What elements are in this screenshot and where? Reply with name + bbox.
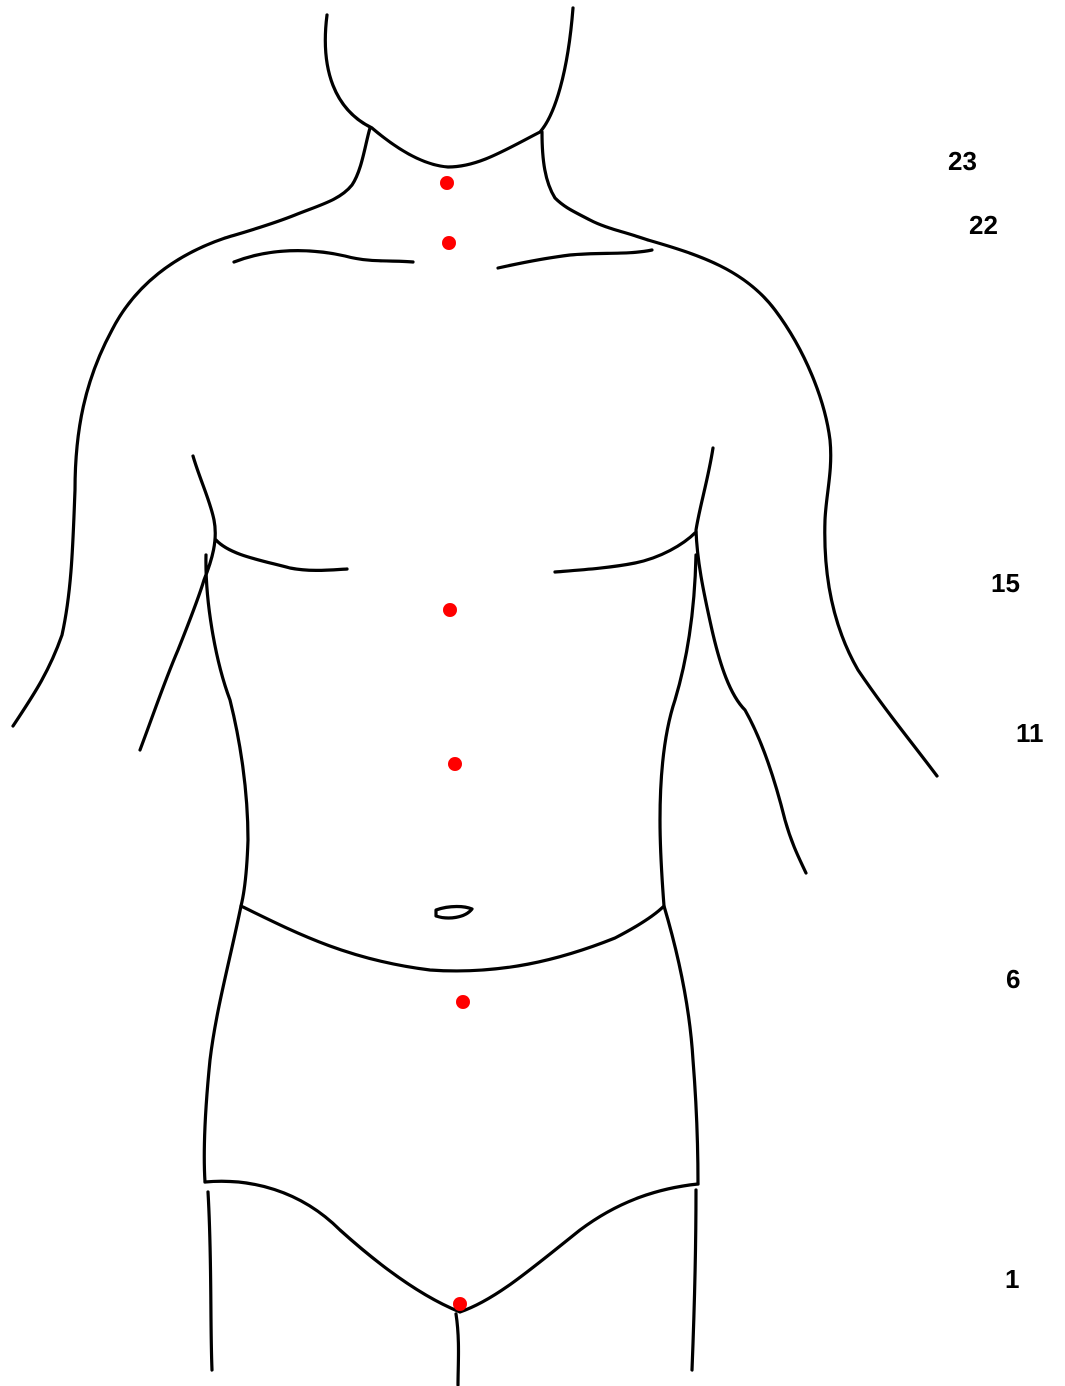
point-label-22: 22 — [969, 212, 998, 238]
point-marker-11 — [448, 757, 462, 771]
point-markers — [440, 176, 470, 1311]
point-marker-6 — [456, 995, 470, 1009]
navel — [436, 907, 472, 918]
neck-outline — [225, 128, 648, 240]
briefs-outline — [204, 906, 698, 1312]
leg-outlines — [208, 1190, 696, 1385]
point-label-1: 1 — [1005, 1266, 1019, 1292]
waistband-outline — [241, 906, 664, 971]
point-marker-15 — [443, 603, 457, 617]
point-marker-22 — [442, 236, 456, 250]
left-arm-outline — [13, 238, 225, 750]
point-label-11: 11 — [1016, 720, 1044, 746]
collarbones — [234, 250, 652, 268]
point-marker-23 — [440, 176, 454, 190]
point-marker-1 — [453, 1297, 467, 1311]
point-label-6: 6 — [1006, 966, 1020, 992]
chest-outline — [216, 532, 696, 572]
point-label-15: 15 — [991, 570, 1020, 596]
head-outline — [325, 8, 573, 167]
point-label-23: 23 — [948, 148, 977, 174]
right-arm-outline — [648, 240, 937, 873]
